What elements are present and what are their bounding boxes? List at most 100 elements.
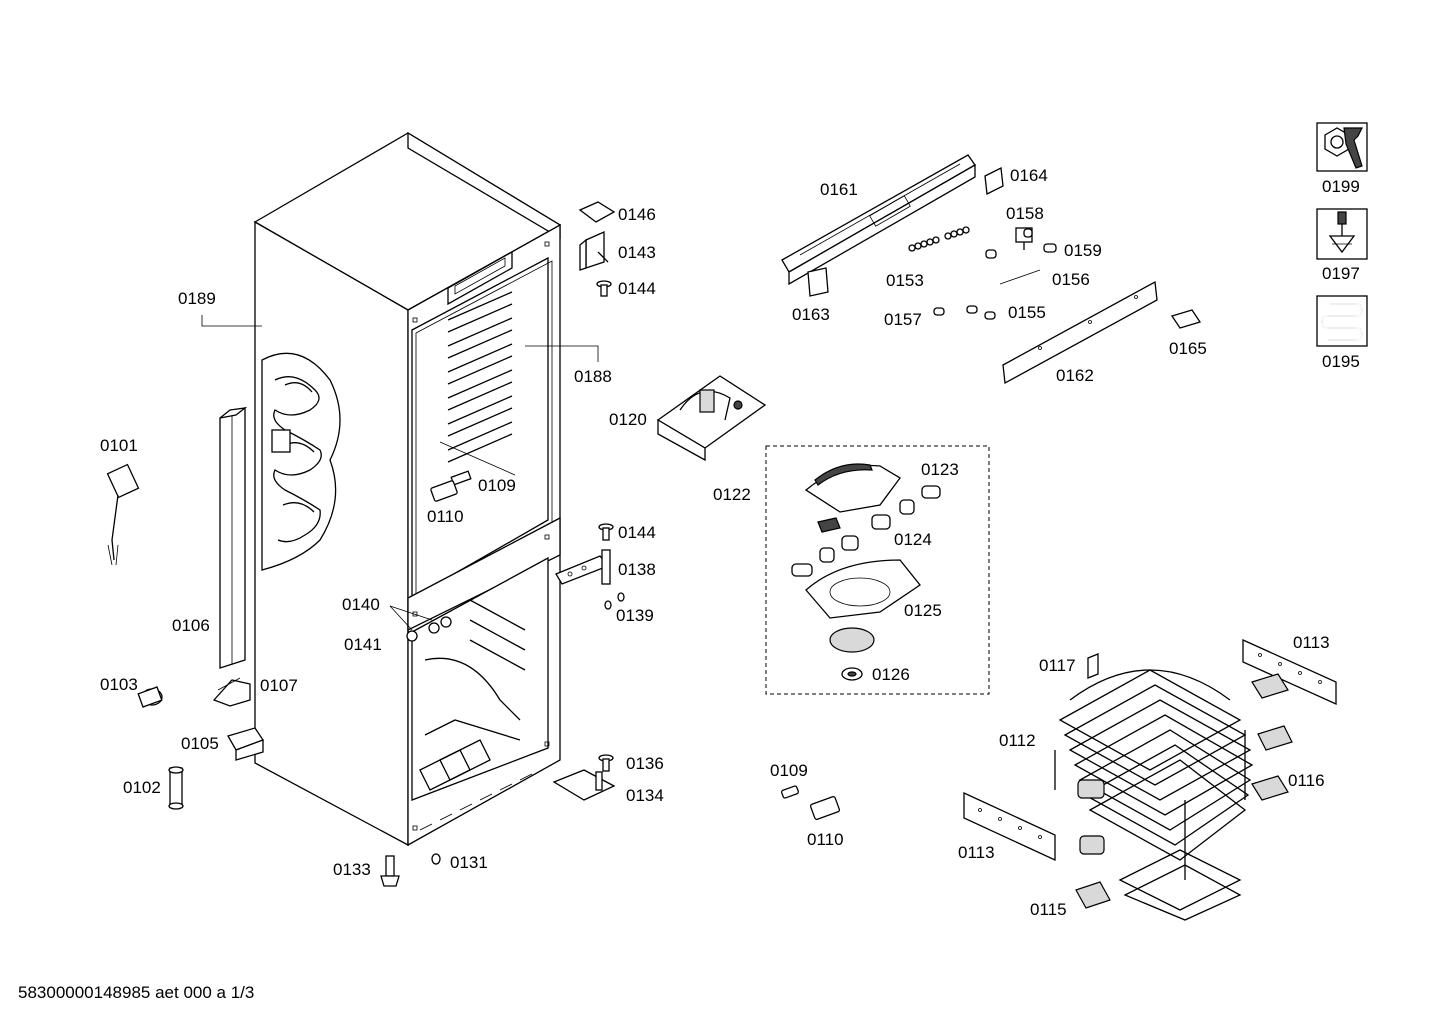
label-0157: 0157: [884, 310, 922, 329]
label-0159: 0159: [1064, 241, 1102, 260]
label-0106: 0106: [172, 616, 210, 635]
label-0126: 0126: [872, 665, 910, 684]
label-0138: 0138: [618, 560, 656, 579]
strip-0162: [1002, 280, 1158, 385]
screw-0144-mid: [598, 523, 614, 541]
wrench-nut-icon: [1316, 122, 1368, 172]
bracket-0107: [212, 677, 251, 707]
label-0124: 0124: [894, 530, 932, 549]
leader-lines: [201, 315, 599, 631]
label-0131: 0131: [450, 853, 488, 872]
label-0139: 0139: [616, 606, 654, 625]
cabinet-body: [253, 131, 562, 847]
clip-0117: [1087, 653, 1099, 679]
clips-0116: [1251, 673, 1293, 801]
pins-0140-0141: [406, 616, 452, 642]
bushing-0103: [137, 686, 163, 708]
label-0103: 0103: [100, 675, 138, 694]
sensor-0165: [1170, 309, 1202, 329]
mount-plate-0113-top: [1242, 638, 1337, 706]
part-0163: [807, 267, 829, 297]
bulbs-0155: [966, 305, 996, 320]
label-0141: 0141: [344, 635, 382, 654]
washer-0139: [604, 592, 625, 610]
label-0116: 0116: [1288, 771, 1325, 790]
label-0136: 0136: [626, 754, 664, 773]
label-0195: 0195: [1322, 352, 1360, 371]
label-0110-left: 0110: [427, 507, 464, 526]
label-0123: 0123: [921, 460, 959, 479]
label-0158: 0158: [1006, 204, 1044, 223]
foot-0133: [380, 855, 400, 887]
label-0189: 0189: [178, 289, 216, 308]
label-0101: 0101: [100, 436, 138, 455]
label-0161: 0161: [820, 180, 858, 199]
hinge-0134: [552, 769, 616, 801]
hinge-0138: [555, 549, 611, 585]
label-0163: 0163: [792, 305, 830, 324]
label-0107: 0107: [260, 676, 298, 695]
label-0122: 0122: [713, 485, 751, 504]
label-0133: 0133: [333, 860, 371, 879]
label-0105: 0105: [181, 734, 219, 753]
label-0120: 0120: [609, 410, 647, 429]
assembly-group-0122: [765, 445, 990, 695]
light-cover-0110-left: [430, 480, 458, 502]
fan-0126: [829, 627, 875, 681]
label-0125: 0125: [904, 601, 942, 620]
part-0153: [908, 226, 970, 252]
light-cover-0110-right: [809, 795, 841, 821]
label-0153: 0153: [886, 271, 924, 290]
fan-housing-0120: [656, 375, 767, 462]
label-0164: 0164: [1010, 166, 1048, 185]
label-0109-right: 0109: [770, 761, 808, 780]
label-0102: 0102: [123, 778, 161, 797]
label-0134: 0134: [626, 786, 664, 805]
parts-0124: [791, 485, 941, 577]
label-0117: 0117: [1039, 656, 1076, 675]
switch-0109-right: [781, 785, 799, 799]
label-0144-top: 0144: [618, 279, 656, 298]
screw-0144-top: [596, 280, 612, 297]
label-0109-left: 0109: [478, 476, 516, 495]
power-cord-0101: [106, 463, 140, 566]
label-0162: 0162: [1056, 366, 1094, 385]
label-0110-right: 0110: [807, 830, 844, 849]
label-0143: 0143: [618, 243, 656, 262]
heating-coil-icon: [1316, 295, 1368, 347]
cover-0146: [578, 201, 616, 223]
foot-0102: [168, 766, 184, 810]
document-id: 58300000148985 aet 000 a 1/3: [18, 983, 254, 1002]
bulb-0159: [1043, 243, 1057, 253]
part-labels: 0189 0188 0146 0143 0144 0101 0109 0110 …: [100, 166, 1360, 919]
bulb-0156: [985, 228, 1041, 285]
bulb-0157: [933, 307, 945, 316]
label-0155: 0155: [1008, 303, 1046, 322]
label-0140: 0140: [342, 595, 380, 614]
label-0197: 0197: [1322, 264, 1360, 283]
label-0113-bottom: 0113: [958, 843, 995, 862]
label-0113-top: 0113: [1293, 633, 1330, 652]
fan-base-0125: [805, 559, 921, 619]
label-0115: 0115: [1030, 900, 1067, 919]
label-0199: 0199: [1322, 177, 1360, 196]
fan-cover-0123: [804, 463, 901, 513]
control-panel-0161: [781, 154, 976, 286]
bracket-0143: [579, 230, 609, 271]
washer-0131: [431, 853, 441, 865]
mount-plate-0113-bottom: [963, 791, 1056, 862]
clip-0115: [1075, 881, 1111, 909]
evaporator-coil: [261, 352, 341, 571]
label-0144-mid: 0144: [618, 523, 656, 542]
condenser-coil-0112: [1054, 669, 1254, 921]
door-seal-0106: [219, 407, 248, 669]
label-0156: 0156: [1052, 270, 1090, 289]
screwdriver-icon: [1316, 208, 1368, 260]
label-0165: 0165: [1169, 339, 1207, 358]
screw-0136: [598, 754, 614, 772]
label-0112: 0112: [999, 731, 1036, 750]
hinge-0105: [227, 727, 264, 761]
label-0188: 0188: [574, 367, 612, 386]
label-0146: 0146: [618, 205, 656, 224]
